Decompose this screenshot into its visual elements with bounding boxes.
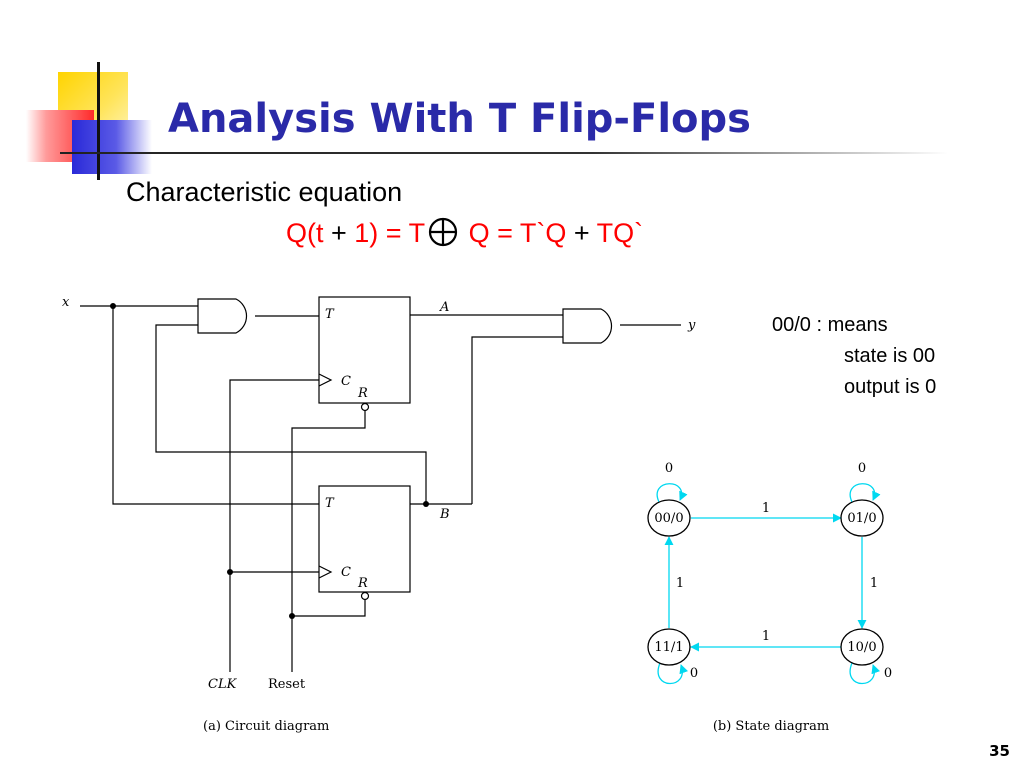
note-line-1: 00/0 : means	[772, 314, 888, 336]
and-gate-2	[562, 308, 613, 344]
and-gate-1	[197, 298, 248, 334]
label-ffa-c: C	[341, 374, 351, 389]
label-ffb-r: R	[357, 576, 368, 591]
wire-b-feedback	[155, 324, 427, 504]
eq-part-3: 1) = T	[354, 218, 426, 248]
note-line-3: output is 0	[844, 376, 937, 398]
flip-flop-b	[318, 485, 411, 593]
label-ffb-t: T	[325, 496, 335, 511]
circuit-caption: (a) Circuit diagram	[203, 719, 329, 734]
label-reset: Reset	[268, 677, 306, 692]
loop-00-label: 0	[665, 461, 673, 476]
label-clk: CLK	[208, 677, 238, 692]
edge-00-01-label: 1	[762, 501, 770, 516]
state-00	[647, 499, 691, 537]
characteristic-equation: Q(t + 1) = T Q = T`Q + TQ`	[286, 216, 643, 249]
eq-part-1: Q(t	[286, 218, 324, 248]
reset-bubble-b	[360, 591, 370, 601]
loop-01-label: 0	[858, 461, 866, 476]
xor-symbol-icon	[428, 217, 458, 247]
junctions	[110, 303, 429, 619]
label-a: A	[439, 300, 449, 315]
loop-11	[657, 662, 689, 685]
deco-blue-square	[72, 120, 152, 174]
title-underline	[60, 152, 948, 154]
junction-dot	[289, 613, 295, 619]
junction-dot	[110, 303, 116, 309]
wire-reset	[291, 411, 366, 672]
eq-part-5: +	[566, 218, 597, 248]
junction-dot	[227, 569, 233, 575]
state-00-label: 00/0	[654, 511, 683, 526]
loop-10	[849, 662, 881, 685]
state-10-label: 10/0	[847, 640, 876, 655]
edge-11-00-label: 1	[676, 576, 684, 591]
wire-x-to-ffb	[112, 306, 319, 505]
clock-triangle-b	[318, 565, 333, 579]
reset-bubble-a	[360, 402, 370, 412]
circuit-diagram	[80, 296, 681, 672]
label-ffa-r: R	[357, 386, 368, 401]
label-ffa-t: T	[325, 307, 335, 322]
loop-11-label: 0	[690, 666, 698, 681]
label-x: x	[62, 295, 70, 310]
wire-reset-b	[292, 600, 366, 617]
state-11-label: 11/1	[654, 640, 683, 655]
wire-b-to-gate2	[471, 336, 563, 504]
eq-part-6: TQ`	[596, 218, 644, 248]
loop-00	[656, 483, 688, 503]
deco-vertical-line	[97, 62, 100, 180]
state-11	[647, 628, 691, 666]
loop-01	[849, 483, 881, 503]
label-y: y	[687, 318, 696, 333]
state-10	[840, 628, 884, 666]
loop-10-label: 0	[884, 666, 892, 681]
note-line-2: state is 00	[844, 345, 936, 367]
label-ffb-c: C	[341, 565, 351, 580]
eq-part-4: Q = T`Q	[461, 218, 567, 248]
junction-dot	[423, 501, 429, 507]
clock-triangle-a	[318, 373, 333, 387]
label-b: B	[439, 507, 450, 522]
edge-01-10-label: 1	[870, 576, 878, 591]
wire-clk	[229, 379, 319, 672]
subtitle: Characteristic equation	[126, 177, 403, 207]
page-number: 35	[989, 742, 1010, 760]
eq-part-2: +	[323, 218, 355, 248]
state-01	[840, 499, 884, 537]
state-01-label: 01/0	[847, 511, 876, 526]
state-diagram-caption: (b) State diagram	[713, 719, 829, 734]
edge-10-11-label: 1	[762, 629, 770, 644]
slide-title: Analysis With T Flip-Flops	[168, 96, 751, 142]
state-diagram: 00/0 01/0 11/1 10/0 1 1 1 1 0 0 0 0 (b) …	[647, 461, 892, 734]
